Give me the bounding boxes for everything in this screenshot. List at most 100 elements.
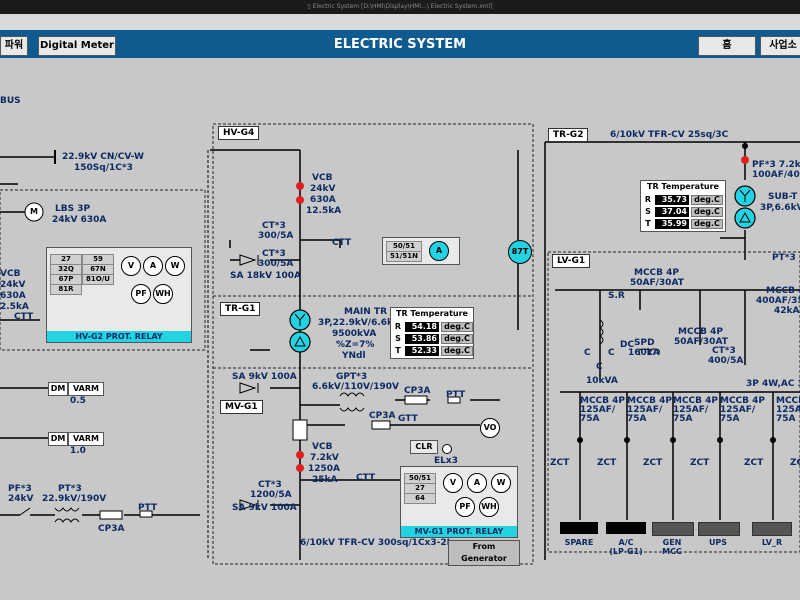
- feeder-mccb-1-label: MCCB 4P: [580, 396, 626, 406]
- feeder-mccb-2-at: 75A: [627, 414, 647, 424]
- meter-w-icon[interactable]: W: [491, 473, 511, 493]
- load-gen-sub: MCC: [662, 547, 682, 556]
- tr-g2-label: TR-G2: [548, 128, 589, 142]
- ct1-ratio: 300/5A: [258, 231, 294, 241]
- relay-cell-81ou: 81O/U: [82, 274, 114, 285]
- mccb2-rating: 50AF/30AT: [674, 337, 728, 347]
- main-tr-voltage: 3P,22.9kV/6.6kV: [318, 318, 400, 328]
- right-cable-label: 6/10kV TFR-CV 25sq/3C: [610, 130, 729, 140]
- feeder-mccb-5-at: 75A: [776, 414, 796, 424]
- gtt-label: GTT: [398, 414, 418, 424]
- dm-label: DM: [48, 432, 68, 446]
- meter-v-icon[interactable]: V: [443, 473, 463, 493]
- mv-vcb-current: 1250A: [308, 464, 341, 474]
- mv-g1-relay-panel[interactable]: 50/51 27 64 V A W PF WH MV-G1 PROT. RELA…: [400, 466, 518, 538]
- meter-v-icon[interactable]: V: [121, 256, 141, 276]
- 87t-relay-icon[interactable]: 87T: [508, 240, 532, 264]
- temp-row-r: R 35.73 deg.C: [643, 195, 723, 205]
- feeder-mccb-1-af: 125AF/: [580, 405, 616, 415]
- main-mccb-rating: 400AF/350: [756, 296, 800, 306]
- left-vcb-label: VCB: [0, 269, 21, 279]
- load-ac-label: A/C: [618, 538, 634, 547]
- overcurrent-relay-panel[interactable]: 50/51 51/51N A: [382, 237, 460, 265]
- hv-g2-relay-panel[interactable]: 27 59 32Q 67N 67P 81O/U 81R V A W PF WH …: [46, 247, 192, 343]
- sub-tr-label: SUB-T: [768, 192, 798, 202]
- lv-ct-ratio: 400/5A: [708, 356, 744, 366]
- power-button[interactable]: 파워: [0, 36, 28, 56]
- left-pf-label: PF*3: [8, 484, 32, 494]
- center-ctt-label: CTT: [332, 238, 352, 248]
- cap-label-3: C: [596, 362, 603, 372]
- meter-w-icon[interactable]: W: [165, 256, 185, 276]
- feeder-mccb-5-af: 125A: [776, 405, 800, 415]
- temp-unit: deg.C: [441, 346, 473, 356]
- feeder-mccb-1-at: 75A: [580, 414, 600, 424]
- load-lv-r-block[interactable]: [752, 522, 792, 536]
- left-pf-voltage: 24kV: [8, 494, 34, 504]
- load-gen-mcc-block[interactable]: [652, 522, 694, 536]
- load-spare-block[interactable]: [560, 522, 598, 534]
- temp-unit: deg.C: [441, 322, 473, 332]
- varm-label: VARM: [68, 382, 104, 396]
- temp-value: 53.86: [405, 334, 439, 344]
- lv-ct-label: CT*3: [712, 346, 736, 356]
- zct-label-3: ZCT: [643, 458, 663, 468]
- left-cp3a-label: CP3A: [98, 524, 125, 534]
- from-generator-button[interactable]: From Generator: [448, 540, 520, 566]
- mv-vcb-ka: 25kA: [312, 475, 338, 485]
- home-button[interactable]: 홈: [698, 36, 756, 56]
- meter-wh-icon[interactable]: WH: [479, 497, 499, 517]
- temp-row-t: T 52.33 deg.C: [393, 346, 473, 356]
- zct-label-5: ZCT: [744, 458, 764, 468]
- feeder-mccb-4-af: 125AF/: [720, 405, 756, 415]
- toolbar-strip: [0, 14, 800, 30]
- load-ups-block[interactable]: [698, 522, 740, 536]
- temp-value: 52.33: [405, 346, 439, 356]
- relay-cell-64: 64: [404, 493, 436, 504]
- bus-label: BUS: [0, 96, 21, 106]
- clr-button[interactable]: CLR: [410, 440, 438, 454]
- sub-tr-temp-title: TR Temperature: [647, 182, 719, 191]
- dm1-value: 0.5: [70, 396, 86, 406]
- motor-symbol: M: [30, 207, 38, 216]
- sa-18kv-label: SA 18kV 100A: [230, 271, 301, 281]
- gpt-label: GPT*3: [336, 372, 368, 382]
- lv-g1-label: LV-G1: [552, 254, 591, 268]
- vo-meter-icon[interactable]: VO: [480, 418, 500, 438]
- ct1-label: CT*3: [262, 221, 286, 231]
- main-tr-label: MAIN TR: [344, 307, 388, 317]
- left-vcb-ka: 2.5kA: [0, 302, 29, 312]
- phase-label: R: [394, 322, 402, 331]
- main-tr-vector: YNdl: [342, 351, 366, 361]
- dm-label: DM: [48, 382, 68, 396]
- temp-row-r: R 54.18 deg.C: [393, 322, 473, 332]
- lbs-rating: 24kV 630A: [52, 215, 107, 225]
- meter-a-icon[interactable]: A: [467, 473, 487, 493]
- main-tr-temperature-panel[interactable]: TR Temperature R 54.18 deg.C S 53.86 deg…: [390, 307, 474, 359]
- phase-label: T: [395, 346, 401, 355]
- meter-a-icon[interactable]: A: [143, 256, 163, 276]
- cp3a-label-1: CP3A: [404, 386, 431, 396]
- phase-label: T: [645, 219, 651, 228]
- sr-label: S.R: [608, 291, 625, 301]
- window-title: ▯ Electric System [D:\HMI\Display\HMI...…: [307, 3, 493, 10]
- header-bar: [0, 30, 800, 58]
- digital-meter-button[interactable]: Digital Meter: [38, 36, 116, 56]
- left-cable-label: 22.9kV CN/CV-W: [62, 152, 144, 162]
- sa-9kv-label-2: SA 9kV 100A: [232, 503, 297, 513]
- ammeter-icon[interactable]: A: [429, 241, 449, 261]
- spd-rating: 160kA: [628, 348, 660, 358]
- sub-tr-temperature-panel[interactable]: TR Temperature R 35.73 deg.C S 37.04 deg…: [640, 180, 726, 232]
- load-ac-block[interactable]: [606, 522, 646, 534]
- dm2-value: 1.0: [70, 446, 86, 456]
- phase-label: S: [645, 207, 651, 216]
- mv-vcb-label: VCB: [312, 442, 333, 452]
- meter-pf-icon[interactable]: PF: [455, 497, 475, 517]
- office-button[interactable]: 사업소: [760, 36, 800, 56]
- temp-value: 35.73: [655, 195, 689, 205]
- ct3-label: CT*3: [258, 480, 282, 490]
- mv-ctt-label: CTT: [356, 473, 376, 483]
- meter-wh-icon[interactable]: WH: [153, 284, 173, 304]
- meter-pf-icon[interactable]: PF: [131, 284, 151, 304]
- zct-label-6: ZCT: [790, 458, 800, 468]
